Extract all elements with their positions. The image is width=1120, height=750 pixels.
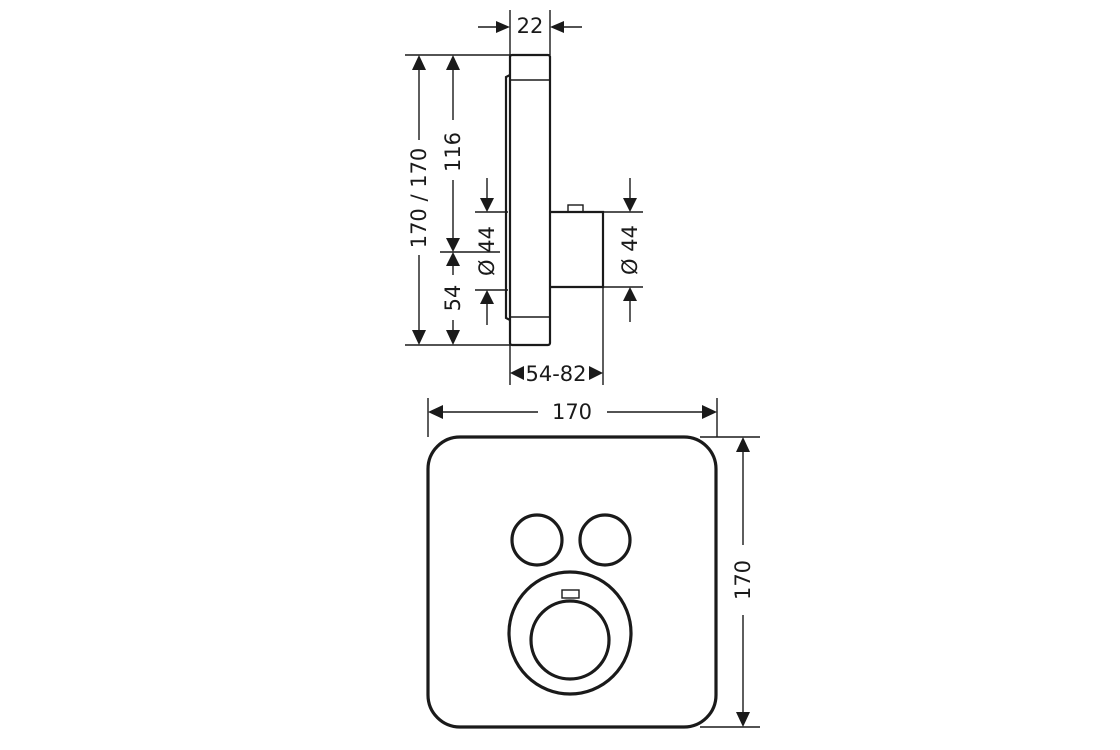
arrowhead [623, 287, 637, 301]
arrowhead [480, 198, 494, 212]
arrowhead [446, 55, 460, 70]
plate-back-lip [504, 74, 511, 321]
thermostat-body [550, 210, 605, 289]
arrowhead [736, 437, 750, 452]
side-view: 22 170 / 170 116 54 Ø 44 [405, 10, 643, 386]
arrowhead [428, 405, 443, 419]
arrowhead [550, 21, 564, 33]
dim-installation-depth: 54-82 [525, 362, 586, 386]
dim-body-diameter-right: Ø 44 [618, 225, 642, 275]
arrowhead [589, 366, 603, 380]
dim-total-height: 170 / 170 [407, 148, 431, 249]
dim-body-diameter-left: Ø 44 [475, 226, 499, 276]
shutoff-button-1 [510, 513, 564, 567]
thermostat-ring [507, 570, 633, 696]
cover-plate-profile [508, 53, 552, 347]
arrowhead [510, 366, 524, 380]
cover-plate-front [426, 435, 718, 729]
thermostat-knob [529, 599, 611, 681]
arrowhead [412, 55, 426, 70]
arrowhead [702, 405, 717, 419]
front-view: 170 170 [426, 398, 760, 729]
dim-depth-plate: 22 [517, 14, 544, 38]
shutoff-button-2 [578, 513, 632, 567]
arrowhead [736, 712, 750, 727]
dim-upper-height: 116 [441, 132, 465, 172]
dim-lower-height: 54 [441, 285, 465, 312]
arrowhead [496, 21, 510, 33]
arrowhead [623, 198, 637, 212]
arrowhead [446, 330, 460, 345]
arrowhead [446, 238, 460, 252]
knob-marker [561, 589, 580, 599]
arrowhead [412, 330, 426, 345]
dim-width: 170 [552, 400, 592, 424]
arrowhead [446, 252, 460, 266]
arrowhead [480, 290, 494, 304]
dim-height: 170 [731, 560, 755, 600]
body-tab [567, 204, 584, 213]
